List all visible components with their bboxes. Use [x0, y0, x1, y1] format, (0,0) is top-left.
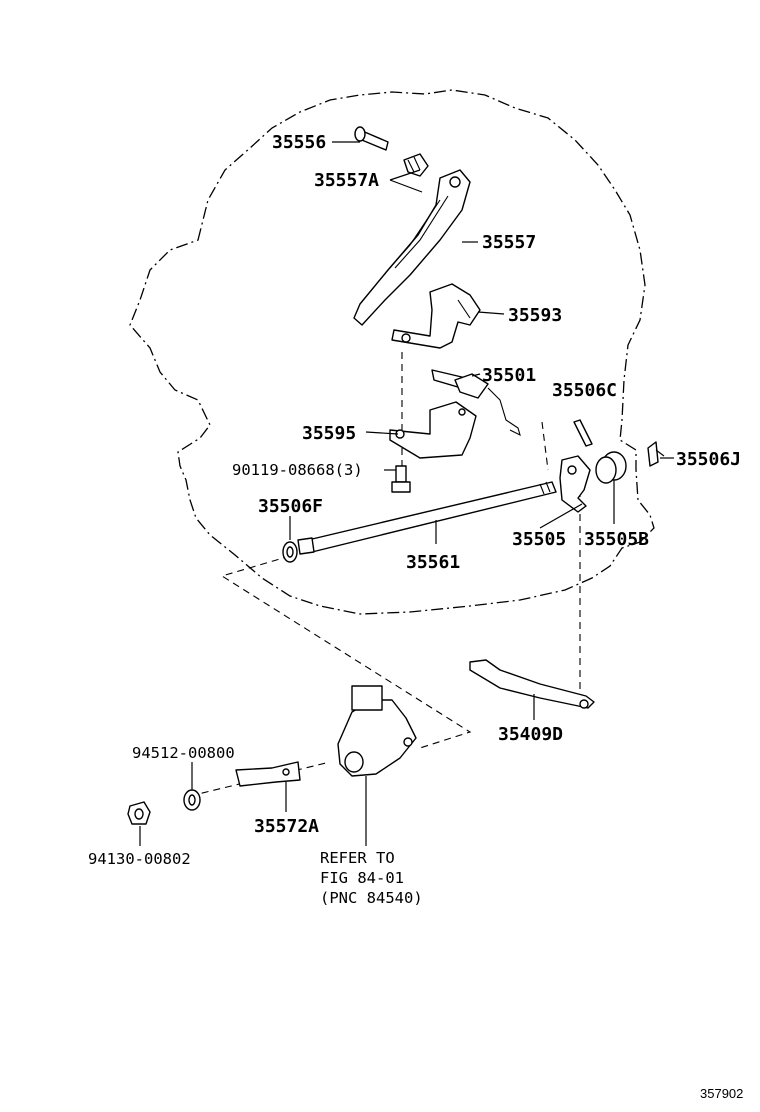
part-35506F-seal — [282, 541, 298, 563]
leader-35501 — [471, 373, 481, 377]
part-35505-lever — [559, 455, 591, 513]
label-35505: 35505 — [512, 529, 566, 550]
label-35501: 35501 — [482, 365, 536, 386]
assembly-line-shaft-lower — [220, 555, 472, 749]
part-94512-washer — [183, 789, 201, 811]
refer-line-3: (PNC 84540) — [320, 889, 423, 907]
label-35561: 35561 — [406, 552, 460, 573]
label-35593: 35593 — [508, 305, 562, 326]
leader-35595 — [365, 431, 399, 435]
assembly-line-shaft-front — [541, 421, 549, 471]
label-35557A: 35557A — [314, 170, 379, 191]
part-35561-shaft — [297, 481, 557, 555]
leader-35593 — [477, 311, 505, 315]
label-35409D: 35409D — [498, 724, 563, 745]
figure-number: 357902 — [700, 1086, 743, 1101]
part-35506J-clip — [647, 441, 665, 467]
part-35572A-bracket — [235, 761, 301, 787]
label-94512: 94512-00800 — [132, 744, 235, 762]
label-35557: 35557 — [482, 232, 536, 253]
label-35505B: 35505B — [584, 529, 649, 550]
part-35506C-pin — [573, 419, 593, 447]
leader-35505 — [539, 503, 583, 529]
part-35593-bracket — [391, 283, 481, 349]
label-90119: 90119-08668(3) — [232, 461, 363, 479]
label-35506J: 35506J — [676, 449, 741, 470]
label-35572A: 35572A — [254, 816, 319, 837]
part-35501-rod — [431, 369, 521, 437]
refer-line-2: FIG 84-01 — [320, 869, 404, 887]
transmission-case-outline — [129, 89, 655, 615]
label-35506F: 35506F — [258, 496, 323, 517]
part-90119-bolt — [391, 465, 411, 493]
part-35505B-bushing — [595, 451, 627, 484]
refer-line-1: REFER TO — [320, 849, 395, 867]
label-35506C: 35506C — [552, 380, 617, 401]
part-35409D-rod — [469, 659, 595, 709]
part-94130-nut — [127, 801, 151, 825]
label-35556: 35556 — [272, 132, 326, 153]
part-35556-bolt — [354, 126, 389, 151]
part-35557-plate — [353, 169, 471, 326]
part-35595-bracket — [389, 401, 477, 459]
leader-35557A — [389, 169, 423, 193]
label-94130: 94130-00802 — [88, 850, 191, 868]
part-35557A-clip — [403, 153, 429, 177]
part-neutral-switch — [337, 685, 417, 777]
label-35595: 35595 — [302, 423, 356, 444]
